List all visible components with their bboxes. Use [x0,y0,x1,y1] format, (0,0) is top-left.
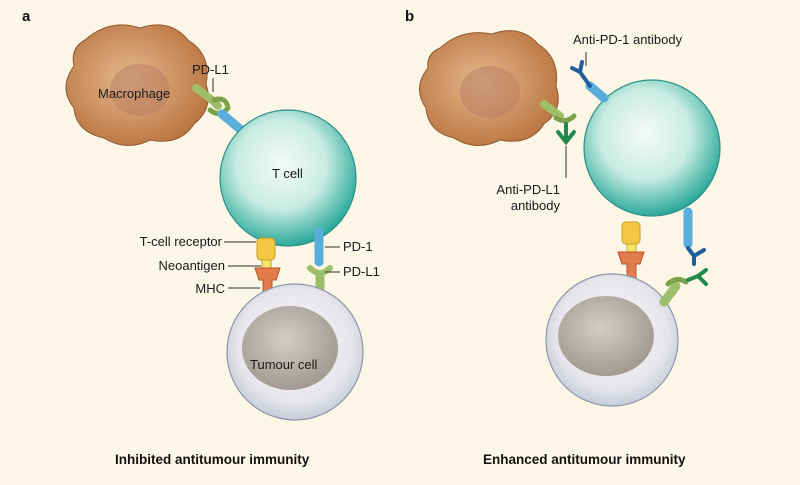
anti-pd1-antibody-2 [686,246,706,266]
panel-a-letter: a [22,8,31,25]
label-t-cell-receptor: T-cell receptor [139,234,222,249]
panel-b-letter: b [405,8,415,25]
label-anti-pdl1-line1: Anti-PD-L1 [496,182,560,197]
tumour-nucleus [242,306,338,390]
label-neoantigen: Neoantigen [158,258,226,273]
t-cell-receptor [256,237,276,261]
label-pdl1-bottom: PD-L1 [343,264,380,279]
anti-pdl1-antibody-1 [556,122,576,146]
anti-pd1-antibody-1 [570,60,592,88]
label-tumour-cell: Tumour cell [250,357,318,372]
label-macrophage: Macrophage [98,86,171,101]
leader-lines-b [565,52,587,178]
caption-a: Inhibited antitumour immunity [115,452,310,467]
t-cell [219,109,357,247]
label-anti-pd1: Anti-PD-1 antibody [573,32,683,47]
macrophage-nucleus [110,64,170,116]
caption-b: Enhanced antitumour immunity [483,452,686,467]
label-pdl1-top: PD-L1 [192,62,229,77]
t-cell-b [583,79,721,217]
pdl1-macrophage-b [540,100,564,120]
label-anti-pdl1-line2: antibody [510,198,560,213]
anti-pdl1-antibody-2 [686,268,708,286]
leader-lines-a [212,78,340,289]
label-mhc: MHC [195,281,225,296]
label-t-cell: T cell [272,166,303,181]
label-pd1: PD-1 [343,239,373,254]
